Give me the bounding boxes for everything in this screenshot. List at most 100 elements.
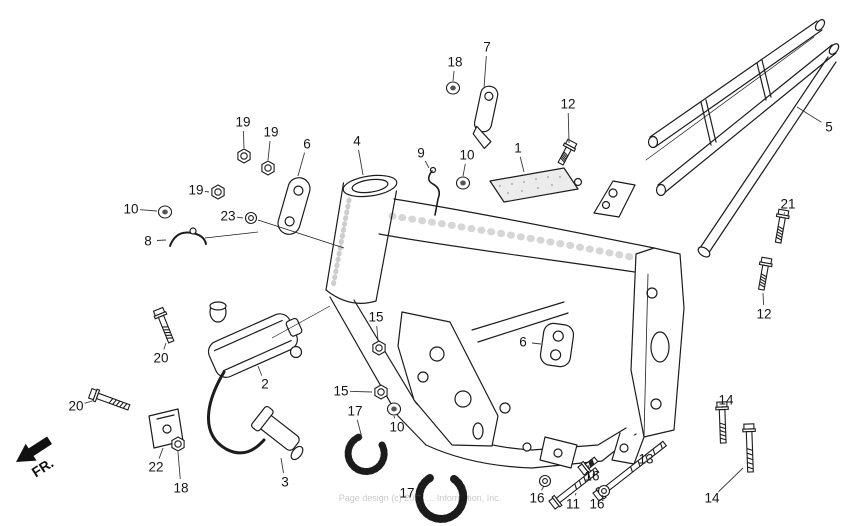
hex-nut: [374, 384, 388, 400]
part-number-label: 19: [263, 125, 278, 140]
leader-line: [762, 292, 765, 306]
leader-line: [601, 494, 604, 497]
leader-line: [236, 216, 244, 219]
part-number-label: 1: [514, 141, 522, 156]
part-number-label: 22: [148, 460, 163, 475]
leader-line: [177, 451, 181, 480]
part-number-label: 17: [399, 486, 414, 501]
leader-line: [156, 239, 167, 241]
part-number-label: 20: [68, 399, 83, 414]
part-number-label: 16: [584, 469, 599, 484]
grommet: [157, 205, 173, 219]
bolt: [715, 401, 729, 444]
hex-nut: [211, 184, 225, 200]
leader-line: [541, 485, 545, 491]
ignition-coil-assembly: [207, 301, 304, 461]
leader-line: [462, 163, 466, 177]
leader-line: [393, 415, 396, 419]
spark-plug-cap: [251, 405, 300, 451]
bolt: [548, 467, 600, 510]
bolt: [757, 256, 773, 291]
part-number-label: 2: [261, 377, 269, 392]
frame-bracket-right: [539, 322, 575, 368]
leader-line: [718, 467, 744, 493]
bolt: [152, 306, 175, 344]
leader-line: [783, 212, 786, 215]
grommet: [455, 176, 471, 190]
head-stay-bracket: [472, 85, 499, 150]
leader-line: [204, 190, 210, 193]
washer: [597, 484, 611, 498]
leader-line: [519, 156, 525, 173]
wire-band: [427, 170, 440, 216]
leader-line: [280, 457, 284, 474]
hex-nut: [171, 436, 185, 452]
leader-line: [721, 405, 724, 409]
part-number-label: 23: [220, 209, 235, 224]
frame-bracket-left: [277, 177, 311, 235]
part-number-label: 11: [566, 497, 580, 512]
bolt: [774, 208, 790, 244]
leader-line: [158, 447, 164, 459]
part-number-label: 10: [459, 148, 474, 163]
steering-head-tube: [342, 174, 398, 198]
watermark-text: Page design (c) 2004 ... Information, In…: [339, 493, 502, 503]
leader-lines: [84, 55, 822, 497]
leader-line: [139, 209, 158, 212]
hex-nut: [261, 160, 275, 176]
leader-line: [349, 390, 373, 393]
fr-direction-arrow: FR.: [16, 436, 56, 480]
frame-guard-plate: [489, 167, 579, 203]
leader-line: [356, 419, 363, 439]
leader-line: [796, 106, 822, 123]
grommet: [445, 81, 461, 95]
hex-nut: [372, 340, 386, 356]
part-number-label: 6: [519, 335, 527, 350]
part-number-label: 14: [704, 491, 720, 506]
bolt: [592, 440, 668, 502]
rear-subframe: [645, 19, 840, 258]
leader-line: [531, 342, 542, 345]
part-number-label: 21: [780, 197, 795, 212]
wire-clamp: [169, 231, 207, 247]
part-number-label: 16: [589, 497, 604, 512]
main-frame: [325, 174, 685, 469]
part-number-label: 10: [123, 202, 138, 217]
leader-line: [267, 140, 271, 161]
part-number-label: 14: [718, 393, 734, 408]
hardware-parts: [87, 81, 790, 510]
leader-line: [574, 492, 577, 496]
hose-clamp-small: [344, 433, 388, 475]
part-number-label: 18: [173, 481, 188, 496]
leader-line: [376, 325, 379, 342]
part-number-label: 15: [368, 310, 383, 325]
arrow-icon: [16, 436, 52, 462]
leader-line: [297, 152, 305, 177]
part-number-label: 19: [188, 183, 203, 198]
bolt: [87, 387, 131, 411]
part-number-label: 5: [825, 120, 833, 135]
leader-line: [452, 70, 455, 82]
part-number-label: 8: [144, 234, 152, 249]
part-number-label: 20: [153, 351, 168, 366]
leader-line: [415, 494, 422, 497]
part-number-label: 4: [353, 134, 361, 149]
leader-line: [424, 160, 430, 169]
part-number-label: 10: [389, 420, 404, 435]
spark-plug-wire: [207, 370, 266, 455]
hose-clamp-large: [415, 474, 468, 523]
part-number-label: 15: [333, 384, 348, 399]
part-number-label: 19: [235, 115, 250, 130]
bolt: [742, 423, 756, 473]
part-number-label: 13: [638, 452, 653, 467]
grommet: [386, 402, 402, 416]
washer: [538, 474, 552, 488]
leader-line: [163, 342, 167, 350]
part-number-label: 7: [483, 40, 491, 55]
leader-line: [84, 400, 93, 404]
leader-line: [257, 365, 263, 376]
leader-line: [587, 464, 590, 468]
